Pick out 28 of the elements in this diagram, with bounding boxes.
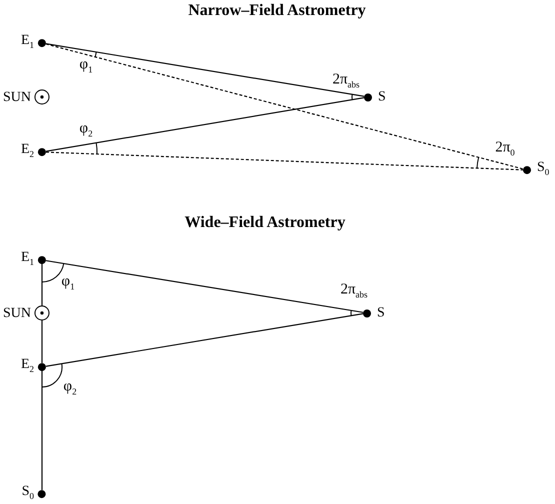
line <box>46 313 364 367</box>
point-label: S$_{0}$ <box>537 160 550 179</box>
point-label: S$_{0}$ <box>22 484 34 503</box>
point-label: E$_{1}$ <box>20 250 34 269</box>
line <box>46 260 364 313</box>
angle-label: φ$_{2}$ <box>79 120 93 140</box>
angle-label: φ$_{1}$ <box>61 274 75 294</box>
angle-label: 2π$_{0}$ <box>495 140 515 160</box>
line <box>41 264 43 306</box>
point-label: SUN <box>2 306 31 320</box>
line <box>46 152 524 170</box>
angle-label: 2π$_{abs}$ <box>332 72 360 92</box>
diagram-heading: Narrow–Field Astrometry <box>188 3 366 19</box>
point-label: S <box>377 306 385 320</box>
point-label: SUN <box>2 90 31 104</box>
point-label: E$_{2}$ <box>20 142 34 161</box>
angle-label: φ$_{1}$ <box>79 56 93 76</box>
point-label: E$_{2}$ <box>20 357 34 376</box>
point-label: S <box>378 90 386 104</box>
line <box>41 371 43 490</box>
angle-label: φ$_{2}$ <box>63 378 77 398</box>
angle-label: 2π$_{abs}$ <box>340 282 368 302</box>
line <box>46 43 524 170</box>
line <box>46 43 364 97</box>
line <box>46 97 364 152</box>
diagram-heading: Wide–Field Astrometry <box>184 215 346 231</box>
line <box>41 320 43 363</box>
point-label: E$_{1}$ <box>20 33 34 52</box>
